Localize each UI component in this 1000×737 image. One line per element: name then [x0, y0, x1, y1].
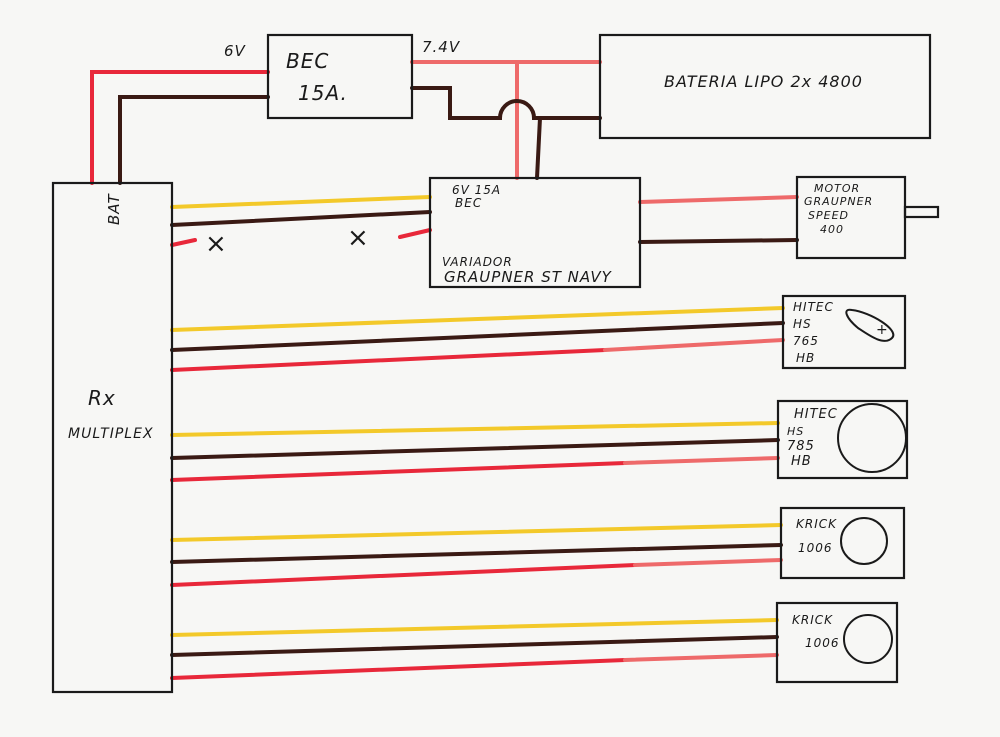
servo-4: KRICK 1006	[775, 601, 899, 684]
esc-ground-feed	[535, 116, 542, 180]
servo-label: KRICK	[796, 517, 837, 531]
bec-label: BEC	[286, 49, 329, 73]
esc-box: 6V 15A BEC VARIADOR GRAUPNER ST NAVY	[428, 176, 642, 289]
battery-ground-wire	[410, 86, 602, 120]
bec-ground-wire	[118, 95, 270, 185]
bec-positive-wire	[90, 70, 270, 185]
receiver-name: Rx	[88, 386, 116, 410]
motor-label: GRAUPNER	[804, 195, 873, 208]
battery-port-label: BAT	[105, 193, 123, 225]
motor-label: 400	[820, 223, 844, 236]
cut-mark: ×	[205, 229, 228, 259]
servo-label: HS	[793, 317, 812, 331]
servo-horn-icon	[845, 308, 895, 342]
motor-positive-wire	[638, 195, 799, 204]
bec-current: 15A.	[298, 81, 348, 105]
rx-esc-wiring: × ×	[170, 195, 432, 259]
receiver-box: BAT Rx MULTIPLEX	[51, 181, 174, 694]
esc-bec-label: BEC	[455, 196, 482, 210]
bec-input-voltage: 7.4V	[422, 38, 461, 56]
receiver-brand: MULTIPLEX	[68, 426, 154, 442]
esc-model: GRAUPNER ST NAVY	[444, 268, 613, 286]
servo-cable-2	[170, 421, 780, 482]
servo-3: KRICK 1006	[779, 506, 906, 580]
motor-ground-wire	[638, 238, 799, 244]
motor-shaft	[903, 205, 940, 219]
servo-wheel-icon	[840, 517, 888, 565]
plus-mark: +	[876, 322, 889, 338]
servo-label: HITEC	[794, 407, 838, 422]
servo-label: 1006	[798, 541, 833, 555]
battery-label: BATERIA LIPO 2x 4800	[664, 72, 863, 91]
servo-label: HB	[791, 454, 812, 469]
cut-mark: ×	[347, 223, 370, 253]
bec-box: BEC 15A. 6V 7.4V	[224, 33, 461, 120]
esc-rating: 6V 15A	[452, 183, 501, 197]
servo-wheel-icon	[843, 614, 893, 664]
motor-label: MOTOR	[814, 182, 860, 195]
servo-label: 765	[793, 334, 819, 348]
power-wiring	[90, 60, 602, 185]
servo-label: KRICK	[792, 613, 833, 627]
servo-label: 1006	[805, 636, 840, 650]
motor-label: SPEED	[808, 209, 849, 222]
esc-name: VARIADOR	[442, 255, 513, 269]
bec-output-voltage: 6V	[224, 42, 247, 60]
battery-box: BATERIA LIPO 2x 4800	[598, 33, 932, 140]
motor-box: MOTOR GRAUPNER SPEED 400	[795, 175, 940, 260]
servo-label: 785	[787, 439, 815, 454]
servo-label: HB	[796, 351, 815, 365]
servo-1: + HITEC HS 765 HB	[781, 294, 907, 370]
servo-cable-4	[170, 618, 779, 680]
servo-label: HITEC	[793, 300, 834, 314]
servo-2: HITEC HS 785 HB	[776, 399, 909, 480]
servo-cable-3	[170, 523, 783, 587]
servo-cable-1	[170, 306, 785, 372]
servo-label: HS	[787, 425, 804, 438]
servo-wheel-icon	[837, 403, 907, 473]
